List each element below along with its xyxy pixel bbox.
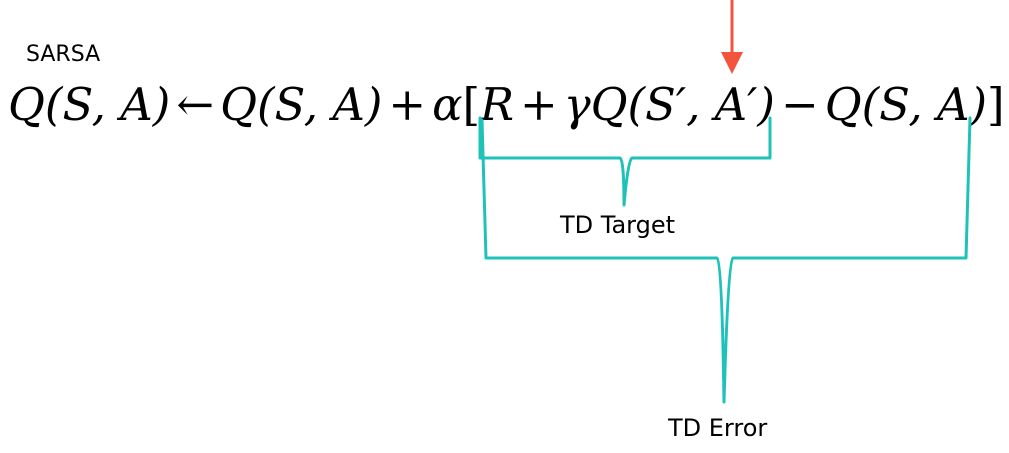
eq-reward: R [480,78,514,131]
eq-arrow: ← [176,78,215,131]
td-target-brace [478,116,772,207]
eq-plus-2: + [519,78,558,131]
eq-close-bracket: ] [987,78,1005,131]
eq-minus: − [780,78,819,131]
eq-open-bracket: [ [462,78,481,131]
algorithm-title: SARSA [26,42,101,67]
eq-q-current: Q(S, A) [824,78,988,131]
eq-gamma-q-next: γQ(S′, A′) [563,78,775,131]
td-error-brace [480,116,972,404]
eq-alpha: α [432,78,463,131]
sarsa-update-equation: Q(S, A)←Q(S, A)+α[R+γQ(S′, A′)−Q(S, A)] [8,82,1005,127]
td-target-label: TD Target [560,211,676,239]
pointer-arrow-head [721,52,743,74]
eq-lhs: Q(S, A) [8,78,171,131]
eq-plus-1: + [388,78,427,131]
eq-rhs-q: Q(S, A) [220,78,383,131]
pointer-arrow [721,0,743,74]
td-error-label: TD Error [668,414,768,442]
